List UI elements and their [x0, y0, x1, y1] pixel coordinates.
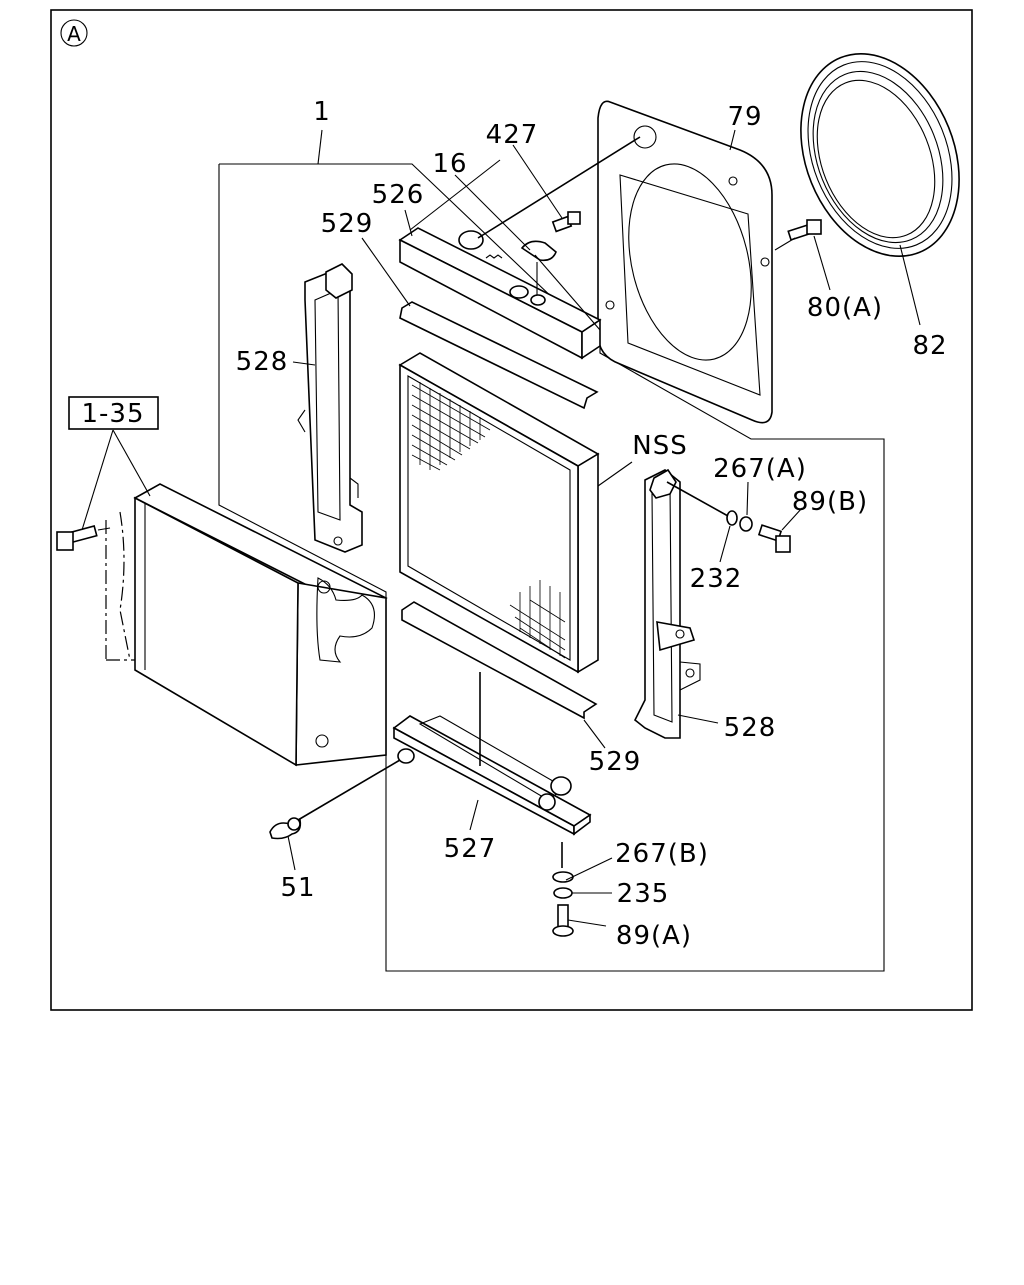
part-labels: 1 427 79 16 526 529 80(A) 82 528 1-35 NS… [81, 97, 947, 951]
leader-lines [81, 129, 921, 927]
bolt-1-35 [56, 525, 98, 551]
label-528-right: 528 [724, 713, 777, 743]
label-526: 526 [372, 180, 425, 210]
view-marker-letter: A [67, 22, 81, 46]
diagram-frame [50, 9, 973, 1011]
left-side-bracket [297, 263, 363, 553]
fan-ring [800, 52, 960, 258]
right-side-bracket [633, 468, 701, 739]
label-527: 527 [444, 834, 497, 864]
lower-seal [401, 601, 598, 720]
radiator-cap [520, 240, 557, 306]
label-427: 427 [486, 120, 539, 150]
label-1-35: 1-35 [81, 399, 144, 429]
label-1: 1 [313, 97, 331, 127]
label-80a: 80(A) [807, 293, 883, 323]
upper-seal [399, 301, 599, 410]
label-16: 16 [432, 149, 467, 179]
fasteners-bottom [552, 871, 574, 937]
reference-box-1-35 [68, 396, 159, 430]
radiator-assembly [105, 483, 388, 767]
label-89a: 89(A) [616, 921, 692, 951]
label-267b: 267(B) [615, 839, 709, 869]
label-232: 232 [690, 564, 743, 594]
label-51: 51 [280, 873, 315, 903]
view-marker: A [60, 19, 88, 47]
label-82: 82 [912, 331, 947, 361]
label-NSS: NSS [632, 431, 687, 461]
lower-tank [392, 715, 592, 836]
bolt-427 [551, 211, 581, 233]
label-528-left: 528 [236, 347, 289, 377]
label-79: 79 [727, 102, 762, 132]
upper-tank [398, 227, 602, 360]
bolt-80a [787, 219, 822, 241]
label-89b: 89(B) [792, 487, 868, 517]
label-529-top: 529 [321, 209, 374, 239]
fasteners-right [726, 510, 791, 553]
radiator-core [398, 352, 600, 674]
fan-shroud [597, 100, 773, 424]
label-267a: 267(A) [713, 454, 807, 484]
label-529-bottom: 529 [589, 747, 642, 777]
drain-cock [269, 817, 302, 840]
label-235: 235 [617, 879, 670, 909]
